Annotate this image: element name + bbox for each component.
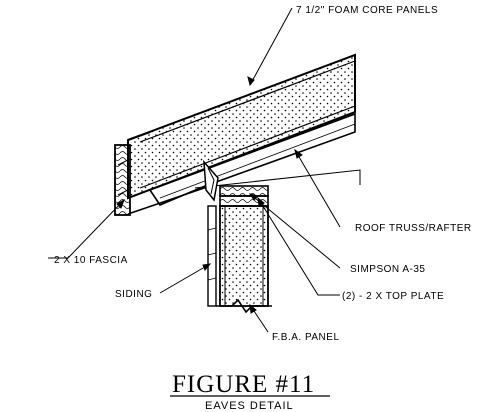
- label-roof-truss-rafter: ROOF TRUSS/RAFTER: [355, 223, 472, 234]
- figure-title: FIGURE #11: [172, 371, 315, 398]
- label-fba-panel: F.B.A. PANEL: [272, 332, 340, 343]
- wall-fba-panel: [216, 205, 272, 314]
- roof-truss-rafter: [148, 112, 361, 206]
- soffit: [127, 185, 211, 215]
- label-foam-core-panels: 7 1/2" FOAM CORE PANELS: [296, 5, 438, 16]
- figure-subtitle: EAVES DETAIL: [205, 400, 294, 412]
- label-siding: SIDING: [115, 289, 152, 300]
- label-simpson-a35: SIMPSON A-35: [350, 264, 425, 275]
- label-top-plate: (2) - 2 X TOP PLATE: [342, 291, 444, 302]
- leader-simpson: [249, 193, 341, 269]
- simpson-a35-connector: [203, 159, 219, 202]
- leader-lines: [48, 7, 341, 333]
- leader-top-plate: [257, 197, 340, 296]
- leader-truss: [294, 149, 341, 228]
- leader-foam-core: [249, 7, 293, 86]
- fascia-board: [114, 144, 131, 216]
- leader-siding: [159, 263, 211, 294]
- leader-fascia: [48, 199, 125, 259]
- label-fascia: 2 X 10 FASCIA: [54, 255, 128, 266]
- siding: [207, 205, 217, 307]
